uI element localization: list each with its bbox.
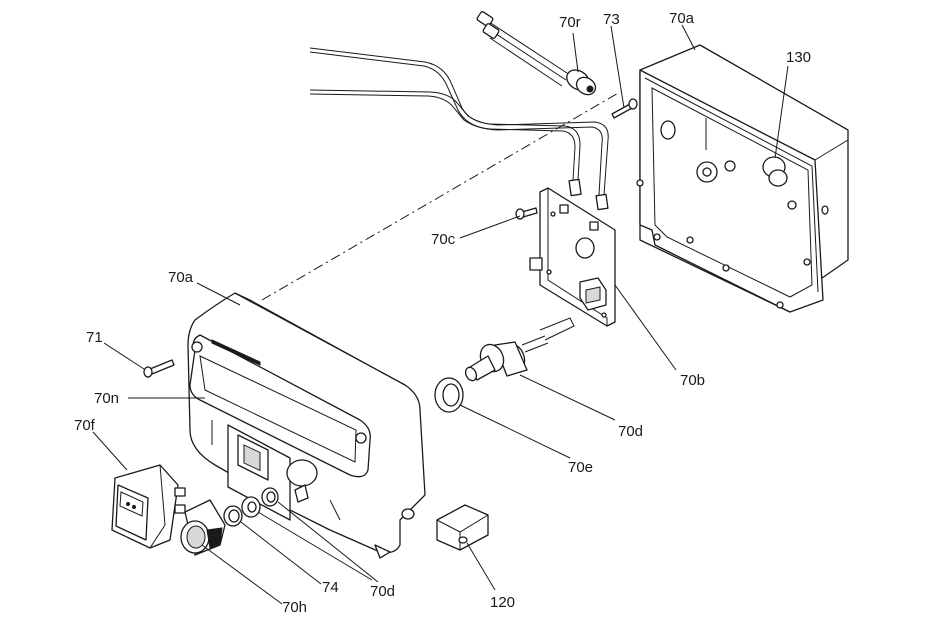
circuit-board-70b	[529, 187, 616, 327]
assembly-centerline	[261, 91, 621, 301]
label-70c: 70c	[431, 231, 456, 248]
label-130: 130	[786, 49, 811, 66]
leader-lines	[92, 24, 789, 605]
washer-74	[223, 505, 243, 527]
label-71: 71	[86, 329, 103, 346]
sensor-70r	[476, 11, 597, 96]
label-70d-knob: 70d	[370, 583, 395, 600]
label-73: 73	[603, 11, 620, 28]
potentiometer-70d	[464, 317, 575, 382]
rotary-switch-70h	[180, 499, 226, 556]
nut-70d	[241, 487, 279, 518]
label-70h: 70h	[282, 599, 307, 616]
back-housing-70a	[636, 44, 849, 313]
wire-harness	[309, 47, 609, 211]
label-70a-back: 70a	[669, 10, 695, 27]
label-70n: 70n	[94, 390, 119, 407]
label-70a-front: 70a	[168, 269, 194, 286]
label-70d-pot: 70d	[618, 423, 643, 440]
label-70f: 70f	[74, 417, 96, 434]
label-70r: 70r	[559, 14, 581, 31]
cover-block-120	[436, 504, 489, 551]
label-70b: 70b	[680, 372, 705, 389]
label-74: 74	[322, 579, 339, 596]
screw-70c	[515, 207, 538, 220]
washer-70e	[434, 377, 464, 413]
rocker-switch-70f	[111, 464, 186, 549]
screw-71	[143, 359, 175, 378]
label-120: 120	[490, 594, 515, 611]
label-70e: 70e	[568, 459, 593, 476]
screw-73	[611, 98, 638, 119]
